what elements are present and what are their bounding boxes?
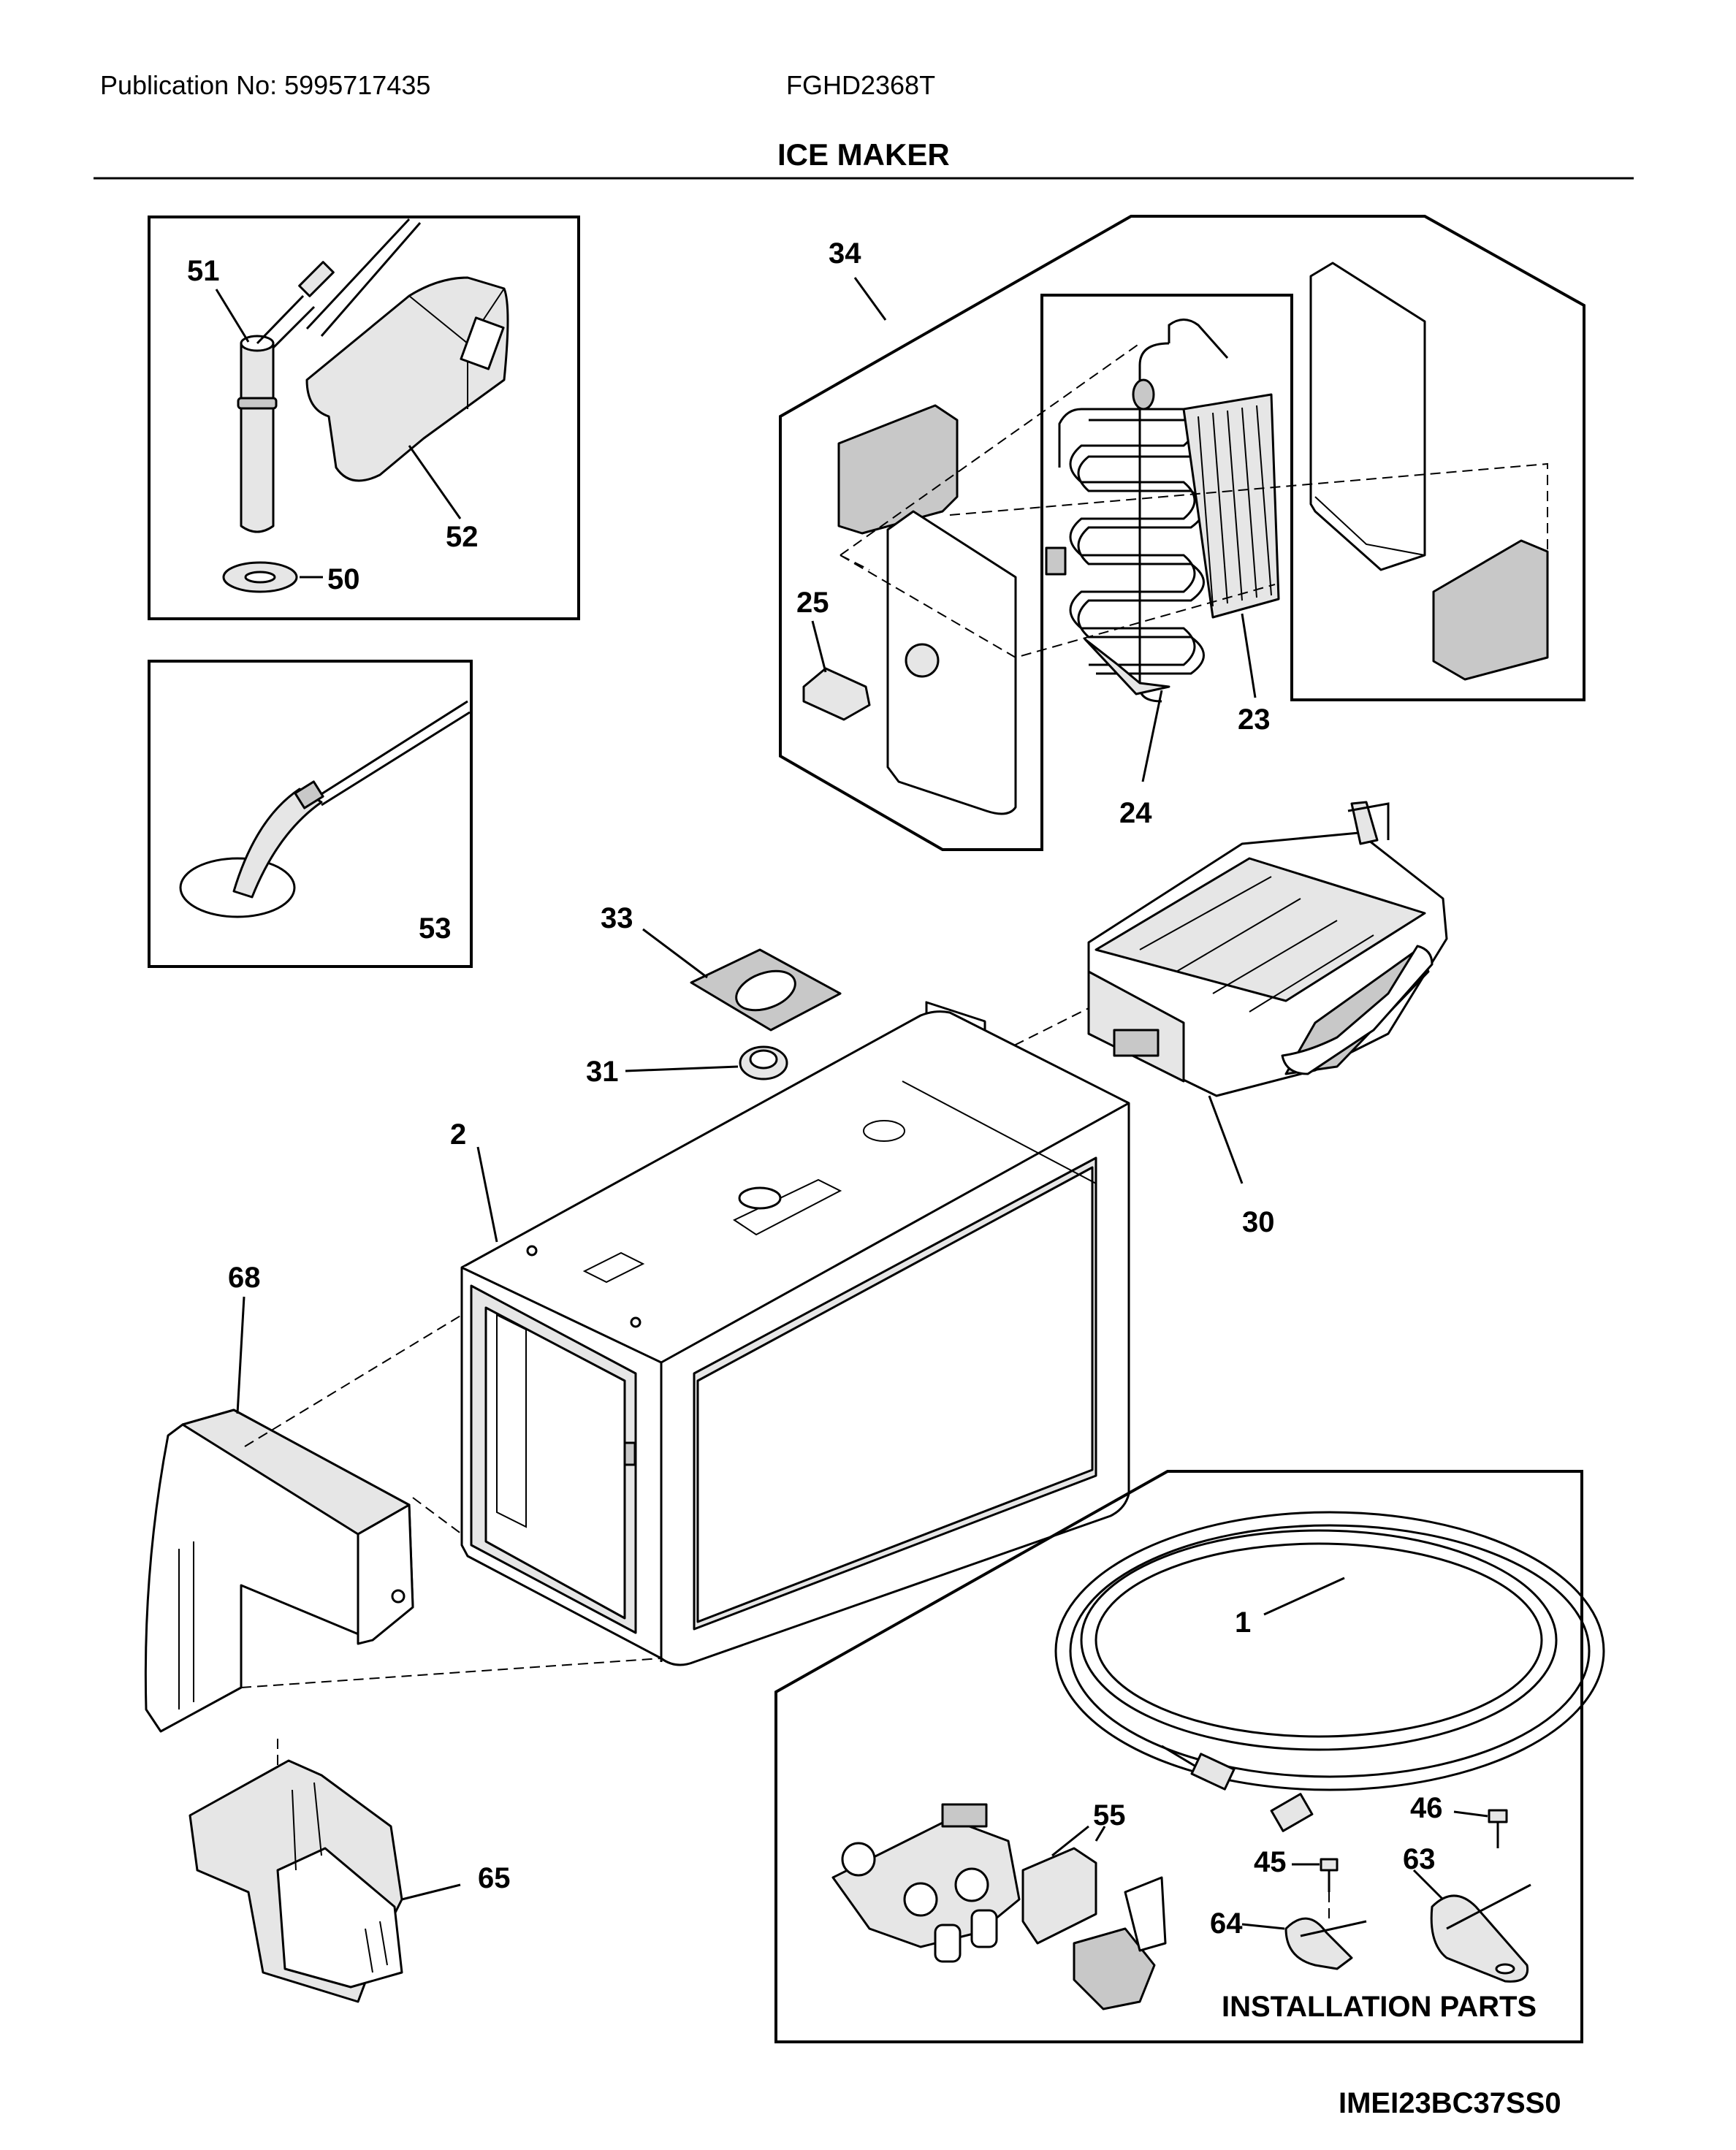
callout-50: 50 [327,563,360,595]
leader-33 [642,928,708,979]
callout-51: 51 [187,255,220,287]
ice-chute [189,1759,403,2003]
model-number: FGHD2368T [786,70,936,100]
leader-55 [1094,1826,1106,1842]
inset-box-fill-tube [148,660,473,968]
leader-31 [625,1065,739,1072]
leader-2 [1208,1095,1244,1184]
callout-2: 30 [1242,1206,1275,1238]
callout-30: 2 [450,1118,466,1151]
leader-34 [853,277,887,321]
leader-68 [236,1296,245,1414]
leader-55b [1051,1825,1089,1857]
ice-maker-unit [1087,801,1448,1097]
water-tube-assembly [222,218,422,593]
leader-65 [401,1883,461,1901]
page-title: ICE MAKER [777,137,950,172]
callout-53: 53 [419,912,452,945]
diagram-code: IMEI23BC37SS0 [1339,2087,1561,2119]
callout-64: 64 [1210,1907,1243,1940]
evaporator-coil [1045,319,1280,703]
leader-52 [408,445,462,519]
cover-grommet [905,643,940,678]
callout-55: 55 [1093,1799,1126,1831]
callout-52: 52 [446,521,479,553]
callout-45: 45 [1254,1846,1287,1878]
inset-box-water-tube [148,216,580,620]
evaporator-kit-outline [779,215,1585,851]
clamp-63 [1430,1883,1531,1983]
installation-parts-label: INSTALLATION PARTS [1222,1991,1537,2023]
foam-pad-right [1432,539,1549,681]
installation-parts-outline [774,1470,1583,2043]
callout-68: 68 [228,1262,261,1294]
callout-34: 34 [829,237,861,270]
ice-bin-housing [460,1010,1130,1666]
callout-65: 65 [478,1862,511,1894]
foam-pad-left [837,404,959,535]
leader-63 [1412,1869,1444,1901]
assembly-guides-upper [840,343,1548,659]
callout-25: 25 [796,587,829,619]
callout-23: 23 [1238,704,1271,736]
leader-1 [1263,1577,1345,1616]
leader-51 [215,289,250,343]
clamp-64 [1284,1917,1367,1970]
callout-33: 33 [601,902,633,934]
callout-63: 63 [1403,1843,1436,1875]
water-valve [831,1803,1167,2010]
tube-cover [305,276,509,482]
screw-45 [1320,1858,1339,1921]
leader-46 [1453,1810,1488,1818]
callout-46: 46 [1410,1792,1443,1824]
leader-64 [1241,1923,1285,1930]
callout-31: 31 [586,1056,619,1088]
front-cover [144,1408,414,1733]
water-tubing-coil [1054,1511,1605,1832]
grommet-hole [749,1049,778,1070]
leader-24 [1141,690,1163,782]
clip [802,667,871,721]
fill-tube [179,700,471,918]
screw-46 [1488,1809,1508,1848]
leader-23 [1241,613,1257,698]
publication-number: Publication No: 5995717435 [100,70,431,100]
leader-25 [811,620,827,673]
leader-30 [476,1146,498,1243]
foam-seal-hole [735,969,796,1012]
evaporator-cover [886,510,1017,815]
evaporator-back-panel [1309,262,1426,571]
callout-1: 1 [1235,1606,1251,1639]
callout-24: 24 [1119,797,1152,829]
